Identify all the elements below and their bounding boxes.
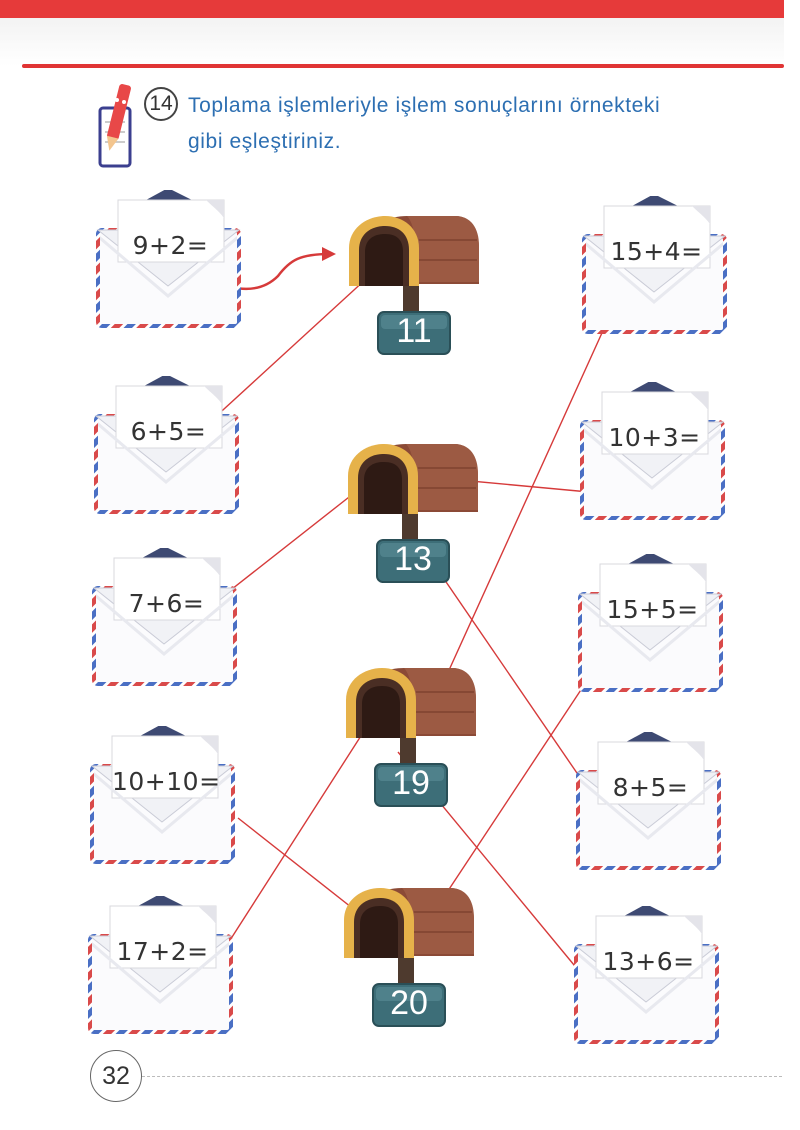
envelope-left-5[interactable]: 17+2= [88, 896, 233, 1036]
top-band-shade [0, 18, 784, 66]
mailbox-number: 11 [396, 312, 432, 350]
envelope-right-3[interactable]: 15+5= [578, 554, 723, 694]
envelope-icon [574, 906, 719, 1046]
instruction-line-1: Toplama işlemleriyle işlem sonuçlarını ö… [188, 94, 661, 117]
mailbox-number: 13 [394, 540, 432, 578]
envelope-right-2[interactable]: 10+3= [580, 382, 725, 522]
envelope-left-1[interactable]: 9+2= [96, 190, 241, 330]
addition-expression: 15+4= [610, 237, 703, 266]
instruction-text: Toplama işlemleriyle işlem sonuçlarını ö… [188, 88, 748, 160]
mailbox-2[interactable]: 13 [344, 440, 480, 590]
envelope-icon [582, 196, 727, 336]
envelope-right-1[interactable]: 15+4= [582, 196, 727, 336]
envelope-right-5[interactable]: 13+6= [574, 906, 719, 1046]
match-line [429, 651, 607, 919]
addition-expression: 6+5= [130, 417, 207, 446]
pencil-notepad-icon [98, 84, 132, 168]
header-rule [22, 64, 784, 68]
top-color-band [0, 0, 784, 18]
mailbox-4[interactable]: 20 [340, 884, 476, 1034]
envelope-icon [96, 190, 241, 330]
question-number-badge: 14 [144, 87, 178, 121]
envelope-icon [90, 726, 235, 866]
addition-expression: 9+2= [132, 231, 209, 260]
addition-expression: 17+2= [116, 937, 209, 966]
addition-expression: 13+6= [602, 947, 695, 976]
instruction-line-2: gibi eşleştiriniz. [188, 130, 342, 153]
footer-rule [142, 1076, 782, 1077]
page-number: 32 [90, 1050, 142, 1102]
addition-expression: 7+6= [128, 589, 205, 618]
envelope-left-2[interactable]: 6+5= [94, 376, 239, 516]
envelope-left-3[interactable]: 7+6= [92, 548, 237, 688]
addition-expression: 10+3= [608, 423, 701, 452]
envelope-icon [92, 548, 237, 688]
envelope-icon [94, 376, 239, 516]
envelope-left-4[interactable]: 10+10= [90, 726, 235, 866]
envelope-icon [88, 896, 233, 1036]
addition-expression: 10+10= [112, 767, 221, 796]
addition-expression: 15+5= [606, 595, 699, 624]
mailbox-number: 19 [392, 764, 430, 802]
mailbox-1[interactable]: 11 [345, 212, 481, 362]
match-line [211, 267, 379, 421]
match-line [217, 489, 359, 601]
example-arrow-head [322, 247, 336, 261]
match-line [439, 301, 617, 691]
envelope-icon [576, 732, 721, 872]
mailbox-3[interactable]: 19 [342, 664, 478, 814]
addition-expression: 8+5= [612, 773, 689, 802]
match-line [237, 817, 371, 923]
envelope-icon [578, 554, 723, 694]
envelope-right-4[interactable]: 8+5= [576, 732, 721, 872]
match-line [215, 727, 367, 963]
mailbox-number: 20 [390, 984, 428, 1022]
envelope-icon [580, 382, 725, 522]
